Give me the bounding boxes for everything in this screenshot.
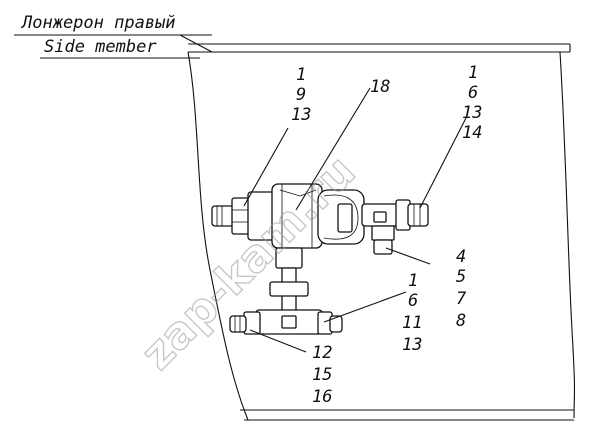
callout-number: 16 — [312, 387, 332, 407]
title-english: Side member — [44, 37, 157, 57]
frame-right-break-line — [559, 51, 576, 419]
lower-tee-port — [281, 315, 297, 329]
leader-upper-mid — [295, 87, 371, 211]
callout-number: 12 — [312, 343, 332, 363]
callout-number: 4 — [456, 247, 466, 267]
right-tee-drop — [371, 225, 395, 241]
pipe-clamp — [269, 281, 309, 297]
callout-lower-right: 1 6 11 13 — [402, 271, 422, 355]
callout-number: 6 — [408, 291, 418, 311]
callout-number: 1 — [468, 63, 478, 83]
callout-number: 13 — [291, 105, 311, 125]
callout-number: 1 — [296, 65, 306, 85]
callout-upper-mid: 18 — [370, 77, 390, 97]
leader-lines — [243, 87, 467, 353]
leader-upper-right — [419, 117, 467, 209]
lower-left-fitting — [229, 315, 247, 333]
right-tee-drop-fitting — [373, 239, 393, 255]
callout-number: 6 — [468, 83, 478, 103]
left-fitting-nut — [211, 205, 235, 227]
leader-lower-right — [323, 291, 407, 323]
leader-lower-left — [249, 329, 307, 353]
leader-upper-left — [243, 127, 289, 207]
callout-number: 18 — [370, 77, 390, 97]
title-russian: Лонжерон правый — [20, 13, 176, 33]
side-member-frame — [187, 43, 576, 421]
valve-cover-inner — [323, 194, 359, 240]
frame-left-break-line — [187, 51, 249, 421]
callout-right: 4 5 7 8 — [456, 247, 467, 331]
callout-number: 8 — [456, 311, 466, 331]
callout-upper-left: 1 9 13 — [291, 65, 311, 125]
right-tee-port — [373, 211, 387, 223]
callout-number: 1 — [408, 271, 418, 291]
right-fitting-nut — [407, 203, 429, 227]
callout-number: 11 — [402, 313, 422, 333]
callout-number: 14 — [462, 123, 482, 143]
callout-number: 9 — [296, 85, 306, 105]
title-block: Лонжерон правый Side member — [14, 13, 213, 59]
callout-number: 5 — [456, 267, 466, 287]
callout-lower-left: 12 15 16 — [312, 343, 332, 407]
callout-number: 13 — [402, 335, 422, 355]
callout-upper-right: 1 6 13 14 — [462, 63, 482, 143]
callout-number: 7 — [456, 289, 467, 309]
callout-number: 15 — [312, 365, 332, 385]
leader-right — [385, 247, 431, 265]
lower-right-fitting — [329, 315, 343, 333]
valve-assembly — [211, 183, 429, 335]
callout-number: 13 — [462, 103, 482, 123]
cover-plug — [337, 203, 353, 233]
valve-body-cap-line — [279, 189, 317, 197]
